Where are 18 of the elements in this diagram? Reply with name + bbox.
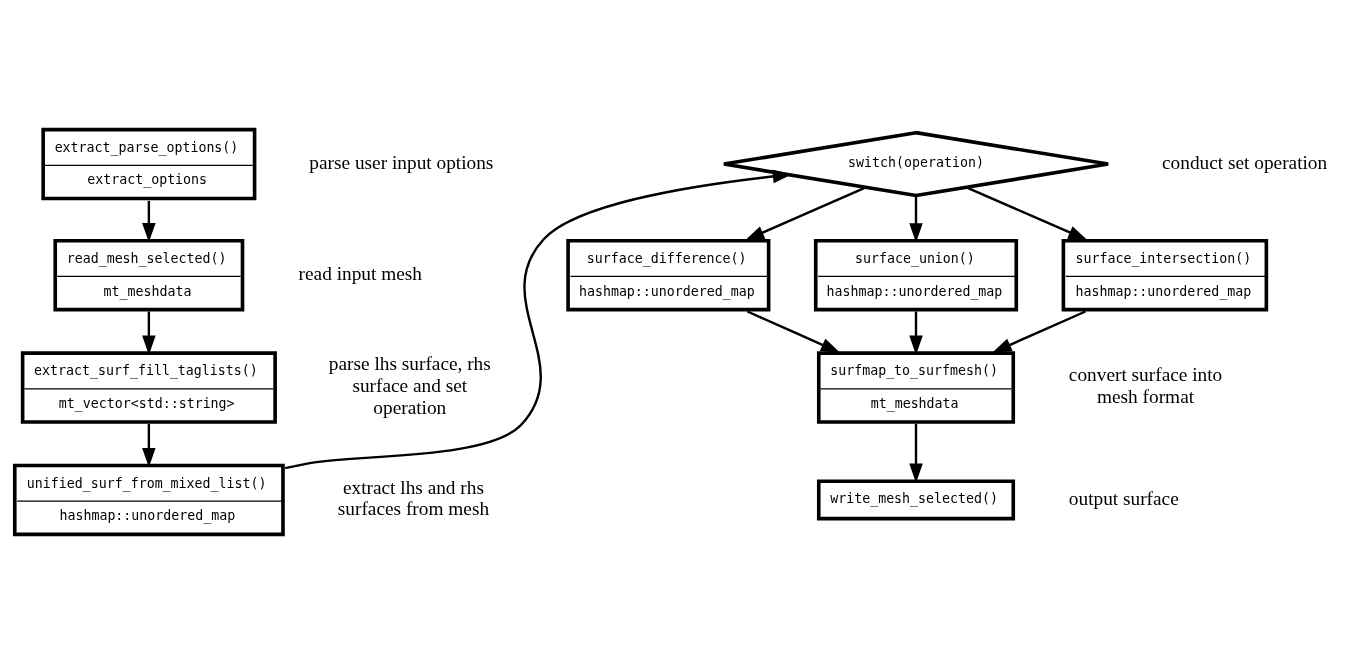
node-box: write_mesh_selected() xyxy=(816,479,1016,521)
arrow xyxy=(909,423,923,483)
node-label: parse lhs surface, rhs surface and set operation xyxy=(328,353,491,418)
node-label: convert surface into mesh format xyxy=(1068,364,1223,408)
arrow xyxy=(744,186,866,241)
arrow xyxy=(909,195,923,243)
node-label: read input mesh xyxy=(298,262,422,284)
arrow xyxy=(746,310,841,353)
arrow xyxy=(142,311,156,355)
arrow xyxy=(909,311,923,355)
node-label: extract lhs and rhs surfaces from mesh xyxy=(337,476,490,520)
node-label: conduct set operation xyxy=(1162,151,1328,173)
arrow xyxy=(965,186,1088,241)
node-label: output surface xyxy=(1068,487,1179,509)
arrow xyxy=(992,310,1086,353)
arrow xyxy=(284,169,793,470)
node-label: parse user input options xyxy=(309,151,494,173)
node-diamond: switch(operation) xyxy=(722,130,1110,198)
